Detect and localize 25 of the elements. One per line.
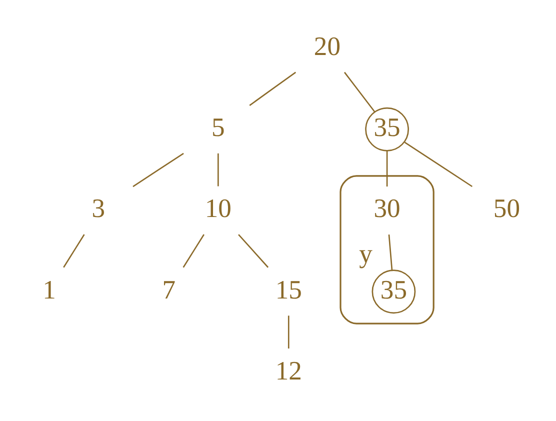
node-text: 50 xyxy=(493,193,520,224)
connector xyxy=(182,234,204,268)
connector xyxy=(344,72,376,112)
connector xyxy=(386,150,388,187)
connector xyxy=(249,72,296,106)
node-circle: 35 xyxy=(365,107,409,152)
node-text: 5 xyxy=(212,112,225,142)
node-text: 3 xyxy=(92,193,106,224)
node-text: 10 xyxy=(204,193,232,224)
node-text: 15 xyxy=(275,274,302,304)
node-label: y xyxy=(359,238,372,268)
connector xyxy=(404,142,473,188)
node-text: 30 xyxy=(374,193,400,224)
connector xyxy=(218,153,219,186)
node-text: 20 xyxy=(314,30,340,61)
connector xyxy=(63,234,85,268)
node-text: 7 xyxy=(162,274,176,304)
connector xyxy=(238,234,269,268)
node-circle: 35 xyxy=(372,270,416,314)
connector xyxy=(132,152,184,188)
connector xyxy=(388,234,393,270)
connector xyxy=(288,316,290,348)
node-text: 12 xyxy=(275,355,302,386)
cluster xyxy=(340,175,434,324)
node-text: 1 xyxy=(42,274,56,304)
